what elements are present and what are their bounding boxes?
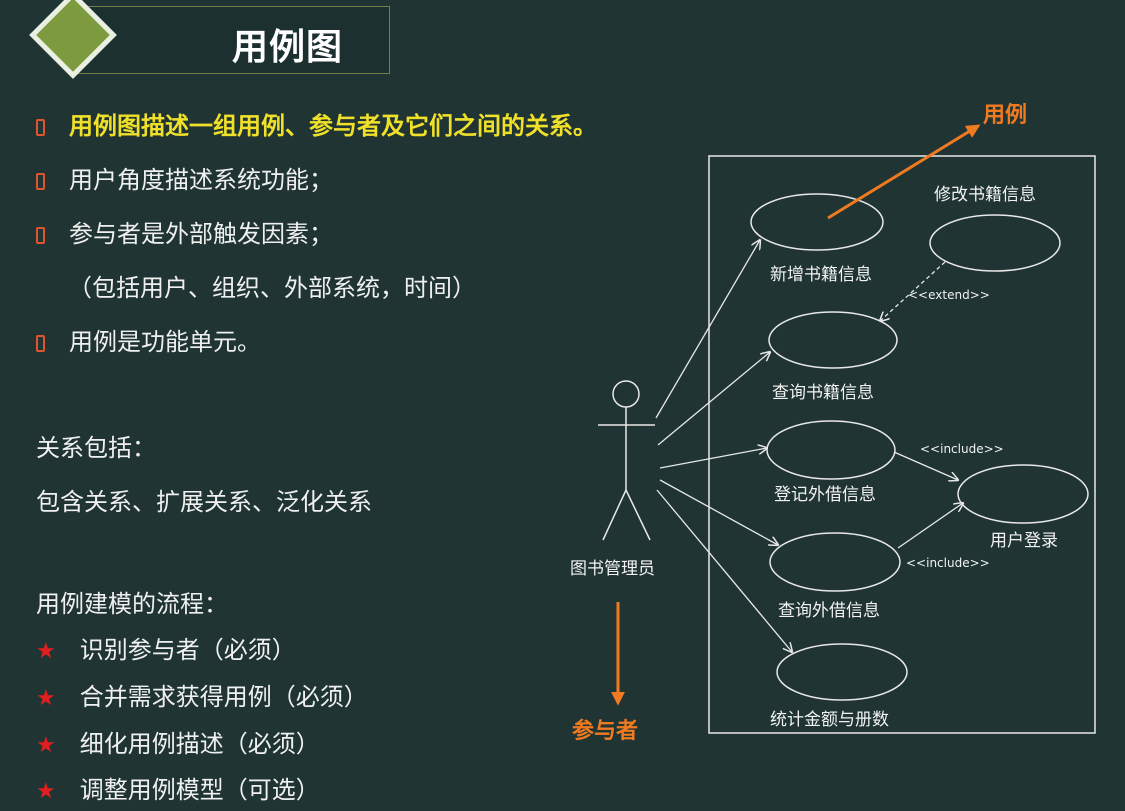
callout-usecase-arrow: [827, 124, 981, 220]
actor-label: 图书管理员: [570, 559, 655, 579]
extend-stereotype: <<extend>>: [908, 288, 990, 302]
relations-text: 包含关系、扩展关系、泛化关系: [36, 488, 372, 516]
usecase-label-query-loan: 查询外借信息: [778, 601, 880, 621]
usecase-modify-book: [929, 214, 1061, 272]
assoc-query-loan: [659, 479, 778, 545]
usecase-label-user-login: 用户登录: [990, 531, 1058, 551]
process-step: ★ 细化用例描述（必须）: [36, 724, 320, 759]
relations-heading: 关系包括：: [36, 434, 156, 462]
bullet-item: 用例是功能单元。: [36, 322, 261, 357]
process-step-text: 调整用例模型（可选）: [79, 776, 320, 804]
usecase-label-statistics: 统计金额与册数: [770, 710, 889, 730]
page-title: 用例图: [232, 27, 344, 68]
callout-actor-label: 参与者: [572, 718, 638, 744]
bullet-item: 用例图描述一组用例、参与者及它们之间的关系。: [36, 106, 597, 141]
bullet-marker-icon: [36, 227, 45, 244]
usecase-label-modify-book: 修改书籍信息: [934, 185, 1036, 205]
bullet-text: 用例图描述一组用例、参与者及它们之间的关系。: [69, 112, 597, 140]
bullet-item: 参与者是外部触发因素；: [36, 214, 333, 249]
include-relation-1: [893, 451, 958, 480]
bullet-text: 用例是功能单元。: [69, 328, 261, 356]
process-step-text: 细化用例描述（必须）: [79, 730, 320, 758]
process-step-text: 识别参与者（必须）: [79, 636, 296, 664]
actor-icon: [598, 380, 655, 541]
usecase-query-book: [768, 311, 898, 369]
bullet-text: 用户角度描述系统功能；: [69, 166, 333, 194]
assoc-add-book: [655, 240, 760, 419]
title-bar: [70, 6, 390, 74]
callout-usecase-label: 用例: [983, 103, 1027, 128]
assoc-statistics: [656, 489, 792, 652]
bullet-text: （包括用户、组织、外部系统，时间）: [68, 274, 476, 302]
bullet-subitem: （包括用户、组织、外部系统，时间）: [68, 268, 476, 303]
star-icon: ★: [36, 779, 56, 804]
usecase-statistics: [776, 643, 908, 701]
process-heading: 用例建模的流程：: [36, 590, 228, 618]
system-boundary: [708, 155, 1096, 734]
process-step: ★ 合并需求获得用例（必须）: [36, 677, 368, 712]
star-icon: ★: [36, 639, 56, 664]
usecase-register-loan: [766, 420, 896, 480]
bullet-marker-icon: [36, 173, 45, 190]
star-icon: ★: [36, 733, 56, 758]
bullet-marker-icon: [36, 119, 45, 136]
actor-associations: [655, 240, 792, 652]
usecase-query-loan: [769, 532, 901, 592]
usecase-label-add-book: 新增书籍信息: [770, 265, 872, 285]
include-stereotype-1: <<include>>: [920, 442, 1004, 456]
assoc-query-book: [657, 352, 770, 446]
process-step-text: 合并需求获得用例（必须）: [79, 683, 368, 711]
usecase-label-query-book: 查询书籍信息: [772, 383, 874, 403]
bullet-marker-icon: [36, 335, 45, 352]
process-step: ★ 识别参与者（必须）: [36, 630, 296, 665]
bullet-item: 用户角度描述系统功能；: [36, 160, 333, 195]
include-stereotype-2: <<include>>: [906, 556, 990, 570]
process-step: ★ 调整用例模型（可选）: [36, 770, 320, 805]
bullet-text: 参与者是外部触发因素；: [69, 220, 333, 248]
usecase-user-login: [957, 464, 1089, 524]
assoc-register-loan: [659, 448, 767, 469]
star-icon: ★: [36, 686, 56, 711]
usecase-add-book: [750, 193, 884, 251]
usecase-label-register-loan: 登记外借信息: [774, 485, 876, 505]
extend-relation: [880, 261, 946, 321]
include-relation-2: [897, 503, 963, 549]
